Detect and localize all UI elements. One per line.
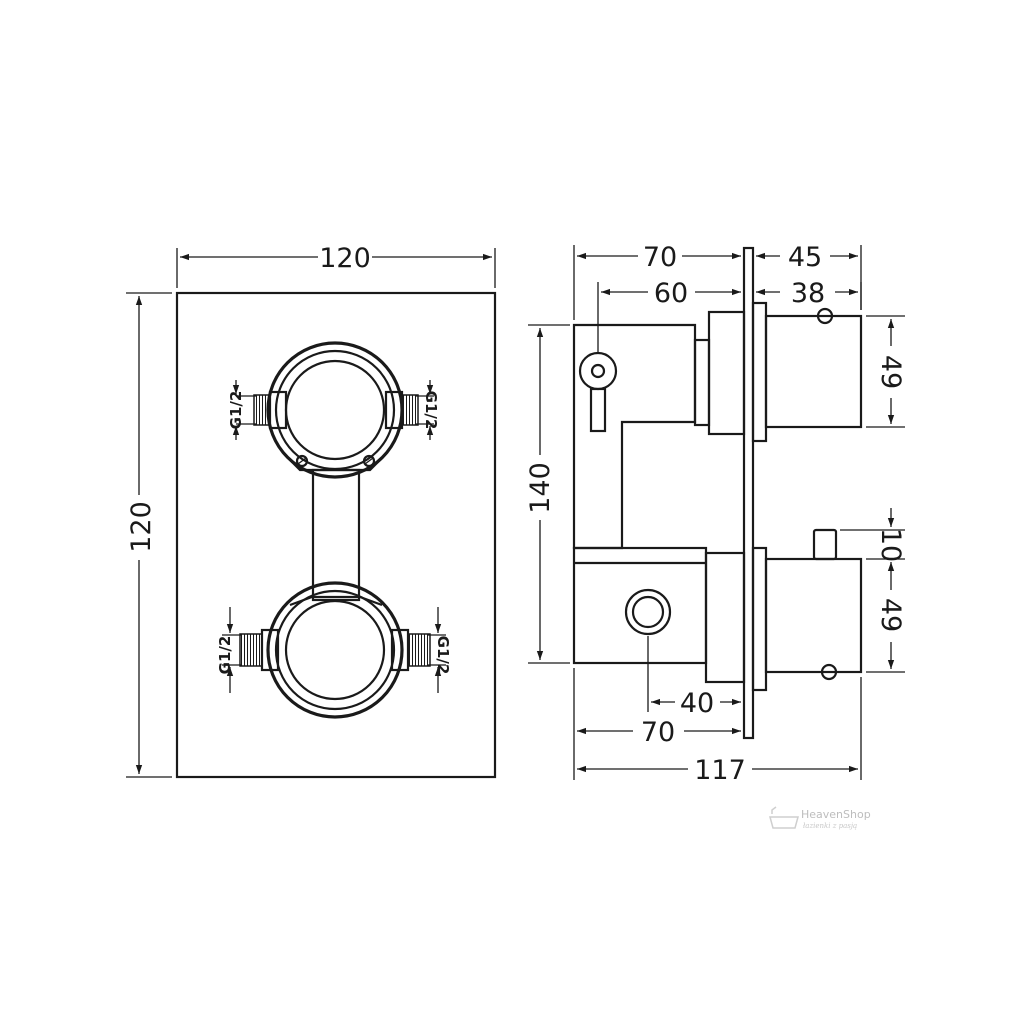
valve-body <box>572 323 697 550</box>
dim-label-140: 140 <box>525 462 556 514</box>
dim-side-70-45: 70 45 <box>573 242 862 320</box>
dim-side-140: 140 <box>525 324 570 664</box>
watermark: HeavenShop łazienki z pasją <box>769 806 871 830</box>
top-valve <box>253 341 419 479</box>
dim-label-top-38: 38 <box>791 278 825 309</box>
dim-side-70-bottom: 70 <box>573 668 741 748</box>
dim-label-49-top: 49 <box>875 355 906 389</box>
front-view: 120 120 <box>126 243 497 779</box>
bathtub-icon <box>769 806 799 829</box>
bottom-handle <box>751 528 863 692</box>
cover-plate <box>175 291 497 779</box>
dim-side-10: 10 <box>840 508 906 562</box>
bottom-valve <box>239 581 431 719</box>
watermark-tagline: łazienki z pasją <box>803 822 857 830</box>
side-view: 70 45 60 38 140 49 <box>525 242 906 786</box>
dim-label-40: 40 <box>680 688 714 719</box>
center-stem <box>311 468 361 602</box>
dim-side-60-38: 60 38 <box>597 278 862 352</box>
dim-side-117: 117 <box>573 677 862 786</box>
watermark-brand: HeavenShop <box>801 808 871 821</box>
thread-label: G1/2 <box>216 636 234 675</box>
thread-callout-bottom-left: G1/2 <box>216 607 242 693</box>
dim-side-49-bottom: 49 <box>866 562 906 673</box>
side-plate <box>742 246 755 740</box>
dim-side-49-top: 49 <box>866 315 906 428</box>
dim-label-10: 10 <box>875 528 906 562</box>
dim-side-40: 40 <box>647 636 741 719</box>
dim-label-height: 120 <box>126 501 157 553</box>
top-handle <box>751 301 863 443</box>
dim-height-120: 120 <box>126 292 172 778</box>
thread-label: G1/2 <box>434 636 452 675</box>
dim-label-top-45: 45 <box>788 242 822 273</box>
dim-label-117: 117 <box>694 755 746 786</box>
thread-label: G1/2 <box>422 391 440 430</box>
thread-label: G1/2 <box>227 391 245 430</box>
dim-label-70-bottom: 70 <box>641 717 675 748</box>
valve-body-lower <box>572 546 708 665</box>
dim-label-width: 120 <box>319 243 371 274</box>
thread-callout-top-left: G1/2 <box>227 380 256 440</box>
dim-label-top-70: 70 <box>643 242 677 273</box>
dim-label-49-bottom: 49 <box>875 598 906 632</box>
thread-callout-top-right: G1/2 <box>416 380 440 440</box>
thread-callout-bottom-right: G1/2 <box>428 607 452 693</box>
dim-label-top-60: 60 <box>654 278 688 309</box>
dim-width-120: 120 <box>176 243 496 288</box>
